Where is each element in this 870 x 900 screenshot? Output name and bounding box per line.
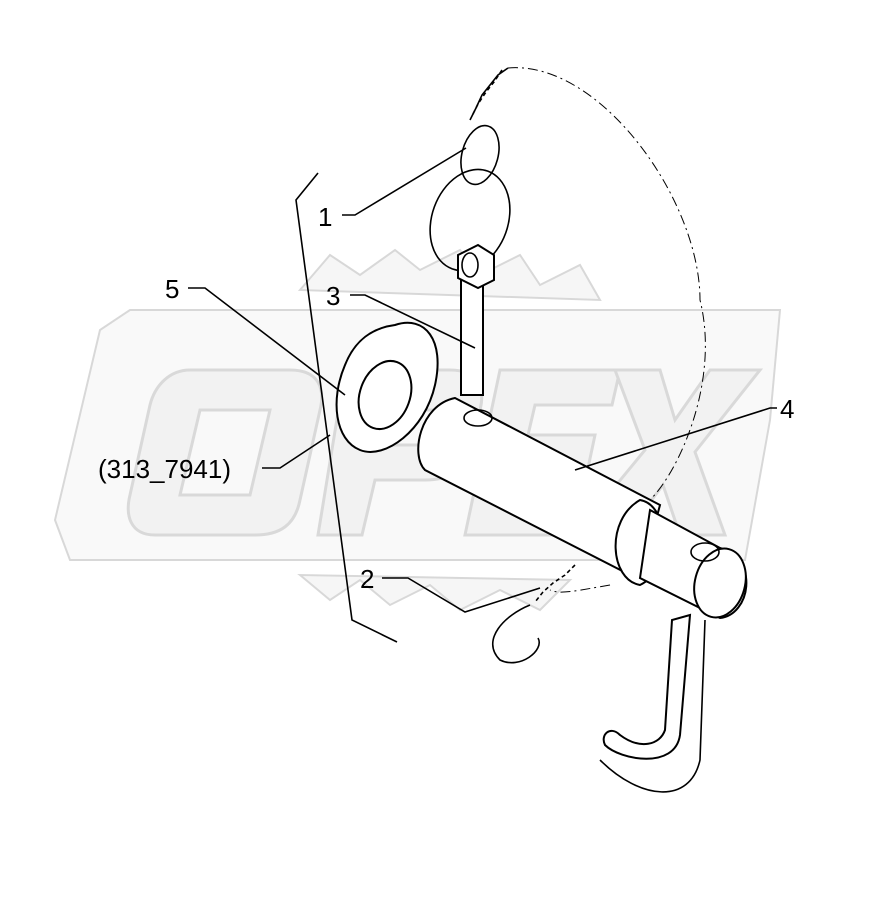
small-ring [460,124,500,186]
chain-path-line [507,67,706,593]
callout-1: 1 [318,202,332,232]
clevis-pin-4 [417,396,748,793]
callout-5: 5 [165,274,179,304]
leader-ref [262,434,331,469]
callout-3: 3 [326,281,340,311]
callout-4: 4 [780,394,794,424]
r-clip-2 [492,564,576,664]
leader-4 [574,407,777,471]
lynch-pin-3 [457,243,495,396]
callout-2: 2 [360,564,374,594]
leader-5 [188,287,346,396]
leader-2 [382,577,541,613]
large-ring [429,168,511,272]
reference-number: (313_7941) [98,454,231,484]
leader-1 [342,147,467,216]
chain-1 [469,67,509,121]
washer-5 [335,321,439,453]
section-line [295,172,398,643]
leader-3 [350,294,476,349]
